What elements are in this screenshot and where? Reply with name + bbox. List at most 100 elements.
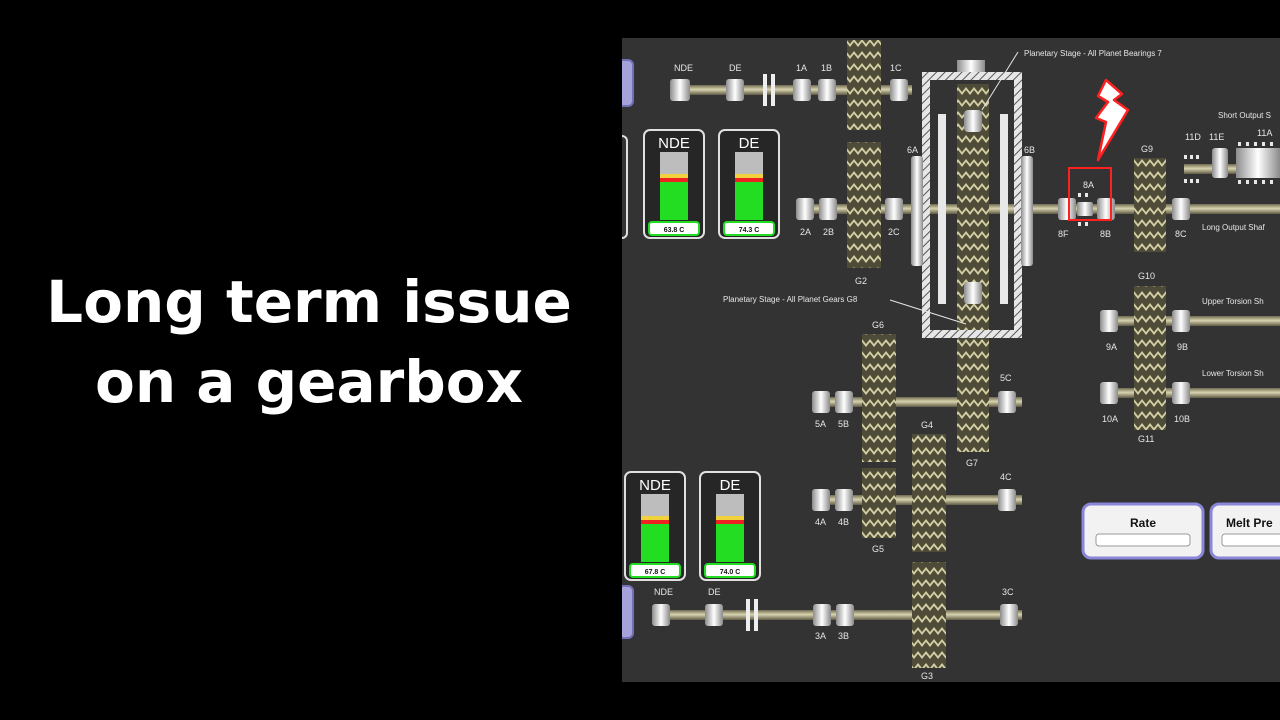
label-top-de: DE bbox=[729, 63, 742, 73]
label-2a: 2A bbox=[800, 227, 811, 237]
label-1a: 1A bbox=[796, 63, 807, 73]
temp-gauge-upper-de: DE 74.3 C bbox=[718, 129, 780, 239]
label-upper-torsion: Upper Torsion Sh bbox=[1202, 297, 1264, 306]
temp-title-lower-nde: NDE bbox=[639, 477, 671, 494]
label-top-nde: NDE bbox=[674, 63, 693, 73]
bearing-3a bbox=[813, 604, 831, 626]
lower-torsion-shaft bbox=[1102, 388, 1280, 398]
bearing-6b bbox=[1021, 156, 1033, 266]
ring-gear-right bbox=[1000, 114, 1008, 304]
gear-g6 bbox=[862, 334, 896, 462]
fault-indicator bbox=[1068, 78, 1130, 226]
label-11d: 11D bbox=[1185, 132, 1201, 142]
bearing-6a bbox=[911, 156, 923, 266]
bearing-2b bbox=[819, 198, 837, 220]
bearing-top-de bbox=[726, 79, 744, 101]
temp-title-upper-de: DE bbox=[739, 135, 760, 152]
melt-pressure-button-label: Melt Pre bbox=[1226, 516, 1273, 530]
label-10a: 10A bbox=[1102, 414, 1118, 424]
coupling-1 bbox=[763, 74, 767, 106]
melt-pressure-button[interactable]: Melt Pre bbox=[1209, 502, 1280, 560]
bearing-8f bbox=[1058, 198, 1076, 220]
bearing-3b bbox=[836, 604, 854, 626]
ring-gear-left bbox=[938, 114, 946, 304]
label-g6: G6 bbox=[872, 320, 884, 330]
label-planet-gears: Planetary Stage - All Planet Gears G8 bbox=[723, 295, 858, 304]
label-1c: 1C bbox=[890, 63, 902, 73]
label-10b: 10B bbox=[1174, 414, 1190, 424]
headline-line-1: Long term issue bbox=[46, 268, 572, 336]
rate-button[interactable]: Rate bbox=[1081, 502, 1205, 560]
planet-bearing-top bbox=[964, 110, 982, 132]
temp-value-lower-nde: 67.8 C bbox=[645, 569, 666, 576]
left-edge-button-bottom[interactable] bbox=[622, 585, 634, 639]
shaft-1 bbox=[670, 85, 912, 95]
label-g4: G4 bbox=[921, 420, 933, 430]
bearing-1a bbox=[793, 79, 811, 101]
coupling-3b bbox=[754, 599, 758, 631]
bearing-4c bbox=[998, 489, 1016, 511]
bearing-1b bbox=[818, 79, 836, 101]
label-g10: G10 bbox=[1138, 271, 1155, 281]
bearing-8c bbox=[1172, 198, 1190, 220]
label-8c: 8C bbox=[1175, 229, 1187, 239]
label-g7: G7 bbox=[966, 458, 978, 468]
label-3c: 3C bbox=[1002, 587, 1014, 597]
bearing-8b bbox=[1097, 198, 1115, 220]
leader-planet-bearings bbox=[981, 51, 1019, 111]
label-g11: G11 bbox=[1138, 434, 1154, 444]
bearing-4b bbox=[835, 489, 853, 511]
melt-pressure-value-field[interactable] bbox=[1221, 533, 1280, 547]
label-9b: 9B bbox=[1177, 342, 1188, 352]
label-3a: 3A bbox=[815, 631, 826, 641]
label-4b: 4B bbox=[838, 517, 849, 527]
label-4c: 4C bbox=[1000, 472, 1012, 482]
bearings bbox=[652, 74, 1228, 631]
rate-value-field[interactable] bbox=[1095, 533, 1191, 547]
label-2b: 2B bbox=[823, 227, 834, 237]
temp-value-upper-de: 74.3 C bbox=[739, 227, 760, 234]
left-edge-button-top[interactable] bbox=[622, 59, 634, 107]
shaft-2-main bbox=[797, 204, 1280, 214]
planet-bearing-bottom bbox=[964, 282, 982, 304]
gear-g2 bbox=[847, 142, 881, 268]
bearing-9b bbox=[1172, 310, 1190, 332]
bearing-10a bbox=[1100, 382, 1118, 404]
label-1b: 1B bbox=[821, 63, 832, 73]
label-bottom-de: DE bbox=[708, 587, 721, 597]
label-8f: 8F bbox=[1058, 229, 1069, 239]
label-5b: 5B bbox=[838, 419, 849, 429]
bearing-bottom-de bbox=[705, 604, 723, 626]
gearbox-hmi-panel: NDE 63.8 C DE 74.3 C NDE 67.8 C DE 74.0 bbox=[622, 38, 1280, 682]
short-output-splines bbox=[1184, 142, 1280, 184]
coupling-3 bbox=[746, 599, 750, 631]
bearing-top-nde bbox=[670, 79, 690, 101]
label-g9: G9 bbox=[1141, 144, 1153, 154]
label-3b: 3B bbox=[838, 631, 849, 641]
lightning-fault-icon bbox=[1094, 78, 1130, 162]
label-g2: G2 bbox=[855, 276, 867, 286]
label-long-output: Long Output Shaf bbox=[1202, 223, 1265, 232]
gear-g9 bbox=[1134, 158, 1166, 252]
temp-value-upper-nde: 63.8 C bbox=[664, 227, 685, 234]
component-labels: NDE DE 1A 1B 1C 2A 2B 2C G2 6A 6B Planet… bbox=[654, 49, 1272, 681]
label-lower-torsion: Lower Torsion Sh bbox=[1202, 369, 1264, 378]
label-5c: 5C bbox=[1000, 373, 1012, 383]
gearbox-schematic: NDE 63.8 C DE 74.3 C NDE 67.8 C DE 74.0 bbox=[622, 40, 1280, 681]
bearing-5a bbox=[812, 391, 830, 413]
upper-torsion-shaft bbox=[1102, 316, 1280, 326]
left-edge-gauge-frame bbox=[622, 135, 628, 239]
gear-g1 bbox=[847, 40, 881, 130]
gear-g3 bbox=[912, 562, 946, 668]
short-output-shaft bbox=[1184, 164, 1280, 174]
headline: Long term issue on a gearbox bbox=[0, 262, 618, 422]
temp-title-upper-nde: NDE bbox=[658, 135, 690, 152]
gear-g7 bbox=[957, 338, 989, 452]
label-8a: 8A bbox=[1083, 180, 1094, 190]
label-g3: G3 bbox=[921, 671, 933, 681]
label-11a: 11A bbox=[1257, 128, 1272, 138]
bearing-5c bbox=[998, 391, 1016, 413]
temp-gauge-lower-de: DE 74.0 C bbox=[699, 471, 761, 581]
gear-g10-g11 bbox=[1134, 286, 1166, 430]
label-planet-bearings: Planetary Stage - All Planet Bearings 7 bbox=[1024, 49, 1162, 58]
